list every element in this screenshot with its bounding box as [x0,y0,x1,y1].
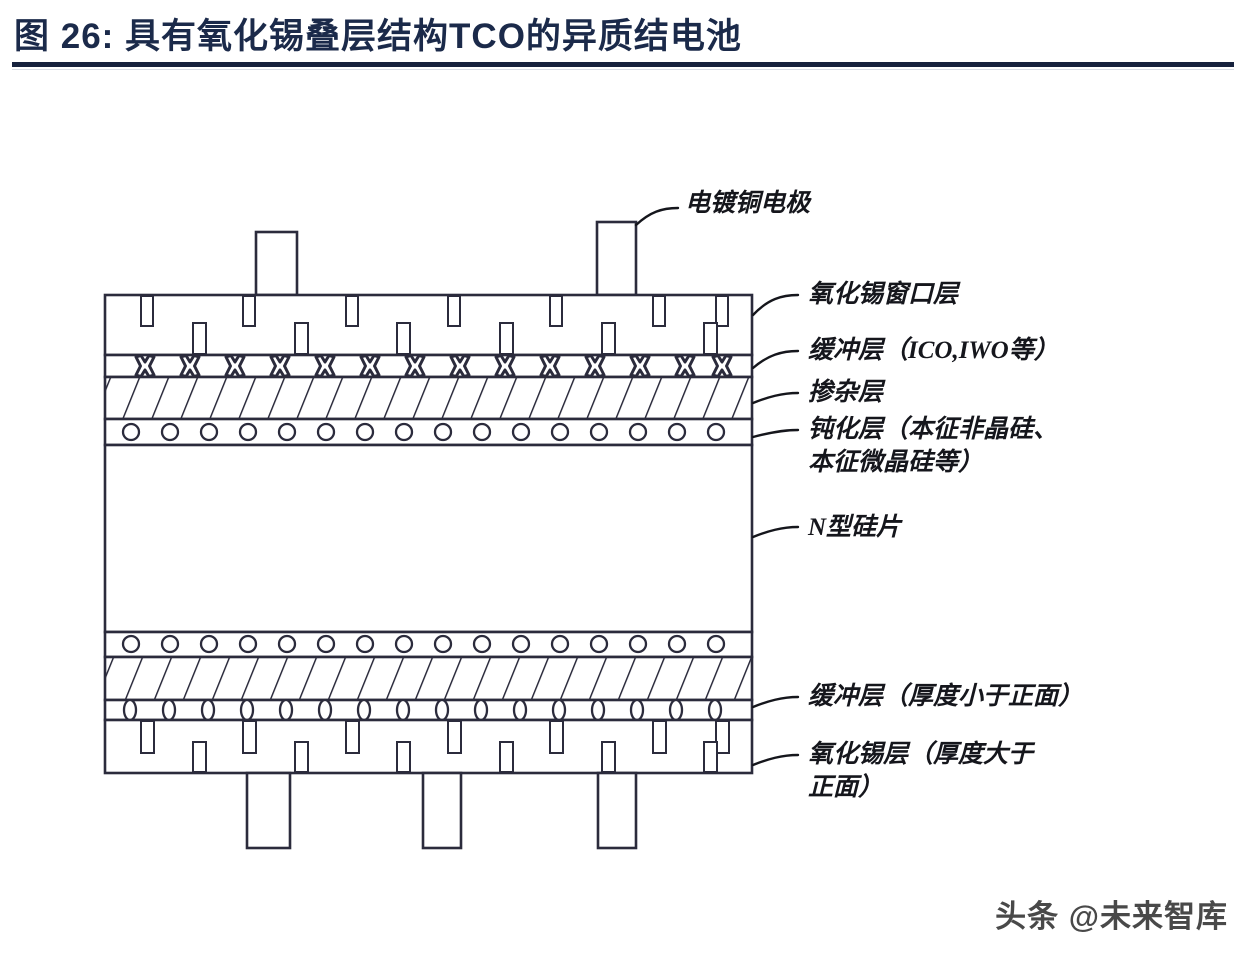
cell-structure-diagram: 电镀铜电极 氧化锡窗口层 缓冲层（ICO,IWO等） 掺杂层 钝化层（本征非晶硅… [0,75,1246,880]
leader-passivation-layer [751,428,800,439]
rear-tco-texture-upper [140,720,730,754]
title-divider [12,62,1234,67]
doped-layer-rear [103,655,754,702]
callout-n-type-silicon-wafer: N型硅片 [808,514,902,541]
title-divider-thin [12,69,1234,70]
callout-buffer-layer-rear: 缓冲层（厚度小于正面） [808,683,1084,710]
diagram-geometry [103,206,800,850]
tin-oxide-window-layer [103,293,754,357]
window-layer-texture-upper [140,295,729,327]
page-title: 图 26: 具有氧化锡叠层结构TCO的异质结电池 [14,17,742,56]
tin-oxide-layer-rear [103,718,754,775]
callout-tin-oxide-window-layer: 氧化锡窗口层 [808,281,959,308]
callout-leader-lines [634,206,800,767]
callout-buffer-layer-front: 缓冲层（ICO,IWO等） [808,337,1059,364]
leader-doped-layer [751,391,800,405]
passivation-layer-rear [103,630,754,659]
bottom-electrodes [245,771,638,850]
rear-tco-texture-lower [192,741,718,773]
buffer-layer-front [103,353,754,379]
buffer-layer-rear [103,698,754,722]
leader-plated-copper-electrode [634,206,680,227]
callout-doped-layer: 掺杂层 [808,379,884,406]
leader-tin-oxide-layer-rear [751,753,800,767]
leader-n-type-silicon-wafer [751,525,800,539]
top-electrodes [254,220,638,297]
leader-buffer-layer-rear [751,695,800,709]
leader-buffer-layer-front [751,349,800,370]
watermark: 头条 @未来智库 [995,899,1228,934]
callout-passivation-layer: 钝化层（本征非晶硅、 本征微晶硅等） [808,416,1059,476]
leader-tin-oxide-window-layer [751,293,800,317]
passivation-layer-front [103,417,754,447]
callout-tin-oxide-layer-rear: 氧化锡层（厚度大于 正面） [808,741,1034,801]
window-layer-texture-lower [192,322,718,355]
callout-plated-copper-electrode: 电镀铜电极 [685,190,811,217]
doped-layer-front [103,375,754,421]
n-type-silicon-wafer [103,443,754,634]
diagram-svg [103,206,800,850]
